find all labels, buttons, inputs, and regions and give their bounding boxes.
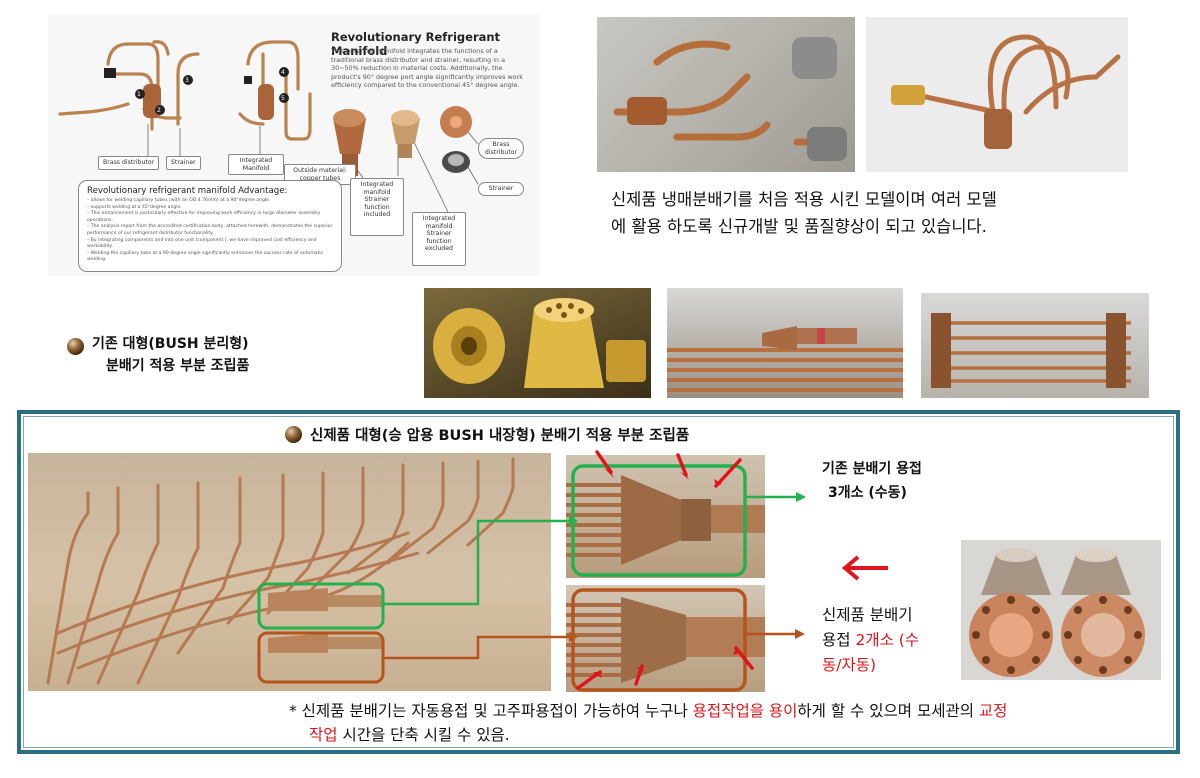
- photo-new-capillary-assembly: [28, 453, 551, 691]
- green-highlight-box: [257, 582, 385, 630]
- brass-distributor-sketch: [58, 40, 182, 131]
- new-weld-line-1: 신제품 분배기: [822, 606, 913, 624]
- new-weld-label: 신제품 분배기 용접 2개소 (수 동/자동): [822, 603, 919, 678]
- diagram-title: Revolutionary Refrigerant Manifold: [331, 30, 501, 58]
- note-part-d: 교정: [978, 702, 1008, 720]
- new-weld-line-2b: 2개소 (수: [855, 631, 920, 649]
- advantages-box: Revolutionary refrigerant manifold Advan…: [78, 180, 342, 272]
- number-4: 4: [281, 69, 285, 76]
- model-description-line-2: 에 활용 하도록 신규개발 및 품질향상이 되고 있습니다.: [611, 217, 987, 236]
- manifold-diagram: Revolutionary Refrigerant Manifold This …: [48, 14, 540, 276]
- label-strainer-side: Strainer: [478, 182, 524, 196]
- distributor-parts: [333, 106, 472, 176]
- note-star: *: [289, 702, 297, 720]
- number-2: 2: [157, 107, 161, 114]
- note-part-a: 신제품 분배기는 자동용접 및 고주파용접이 가능하여 누구나: [296, 702, 693, 720]
- photo-manifold-model-1: [597, 17, 855, 172]
- number-1: 1: [137, 91, 141, 98]
- new-weld-line-2: 용접 2개소 (수: [822, 628, 919, 653]
- new-product-frame: [17, 410, 1180, 754]
- bullet-icon: [67, 338, 84, 355]
- photo-existing-assembly-1: [667, 288, 903, 398]
- advantage-item: Welding the capillary tube at a 90-degre…: [87, 251, 337, 264]
- advantage-item: The analysis report from the accredited …: [87, 224, 337, 237]
- existing-assembly-label: 기존 대형(BUSH 분리형) 분배기 적용 부분 조립품: [92, 333, 249, 377]
- photo-manifold-model-2: [866, 17, 1128, 172]
- photo-existing-assembly-2: [921, 293, 1149, 398]
- existing-weld-line-2: 3개소 (수동): [828, 485, 907, 501]
- number-3: 3: [185, 77, 189, 84]
- bottom-note-line-2: 작업 시간을 단축 시킬 수 있음.: [289, 723, 1169, 747]
- advantage-item: By integrating components and into one u…: [87, 238, 337, 251]
- diagram-description: This patented manifold integrates the fu…: [331, 47, 523, 90]
- new-weld-line-3: 동/자동): [822, 656, 877, 674]
- model-description: 신제품 냉매분배기를 처음 적용 시킨 모델이며 여러 모델 에 활용 하도록 …: [611, 186, 1091, 240]
- integrated-manifold-sketch: [238, 40, 312, 141]
- advantages-title: Revolutionary refrigerant manifold Advan…: [87, 186, 288, 196]
- existing-assembly-line-2: 분배기 적용 부분 조립품: [106, 358, 250, 374]
- orange-highlight-box: [257, 631, 385, 684]
- label-integrated-manifold: Integrated Manifold: [228, 154, 284, 175]
- strainer-sketch: [176, 52, 200, 126]
- label-strainer-excluded: Integrated manifold Strainer function ex…: [412, 212, 466, 266]
- number-5: 5: [281, 95, 285, 102]
- label-outside-material: Outside material: copper tubes: [284, 164, 356, 185]
- weld-point-arrows: [576, 450, 754, 690]
- bullet-icon: [285, 426, 302, 443]
- advantage-item: supports welding at a 45°degree angle.: [87, 205, 337, 212]
- bottom-note: * 신제품 분배기는 자동용접 및 고주파용접이 가능하여 누구나 용접작업을 …: [289, 699, 1169, 747]
- photo-existing-weld-detail: [566, 455, 765, 578]
- label-strainer-included: Integrated manifold Strainer function in…: [350, 178, 404, 236]
- note-part-b: 용접작업을 용이: [692, 702, 798, 720]
- advantage-item: allows for welding capillary tubes (with…: [87, 198, 337, 205]
- photo-new-distributor-parts: [961, 540, 1161, 680]
- bottom-note-line-1: * 신제품 분배기는 자동용접 및 고주파용접이 가능하여 누구나 용접작업을 …: [289, 699, 1169, 723]
- label-brass-distributor: Brass distributor: [98, 156, 160, 170]
- photo-brass-bush: [424, 288, 651, 398]
- new-assembly-title: 신제품 대형(승 압용 BUSH 내장형) 분배기 적용 부분 조립품: [310, 428, 690, 444]
- label-strainer: Strainer: [166, 156, 201, 170]
- note-part-f: 시간을 단축 시킬 수 있음.: [337, 726, 510, 744]
- orange-detail-box: [571, 588, 747, 692]
- existing-weld-label: 기존 분배기 용접 3개소 (수동): [822, 457, 922, 505]
- red-left-arrow-icon: [841, 555, 888, 581]
- existing-weld-line-1: 기존 분배기 용접: [822, 461, 922, 477]
- note-part-c: 하게 할 수 있으며 모세관의: [797, 702, 979, 720]
- model-description-line-1: 신제품 냉매분배기를 처음 적용 시킨 모델이며 여러 모델: [611, 190, 997, 209]
- advantages-list: allows for welding capillary tubes (with…: [87, 198, 337, 264]
- note-part-e: 작업: [309, 726, 338, 744]
- number-markers: [135, 67, 289, 115]
- existing-assembly-line-1: 기존 대형(BUSH 분리형): [92, 336, 249, 352]
- advantage-item: This enhancement is particularly effecti…: [87, 211, 337, 224]
- label-brass-distributor-side: Brass distributor: [478, 138, 524, 159]
- new-weld-line-2a: 용접: [822, 631, 856, 649]
- manifold-diagram-drawing: [58, 40, 479, 213]
